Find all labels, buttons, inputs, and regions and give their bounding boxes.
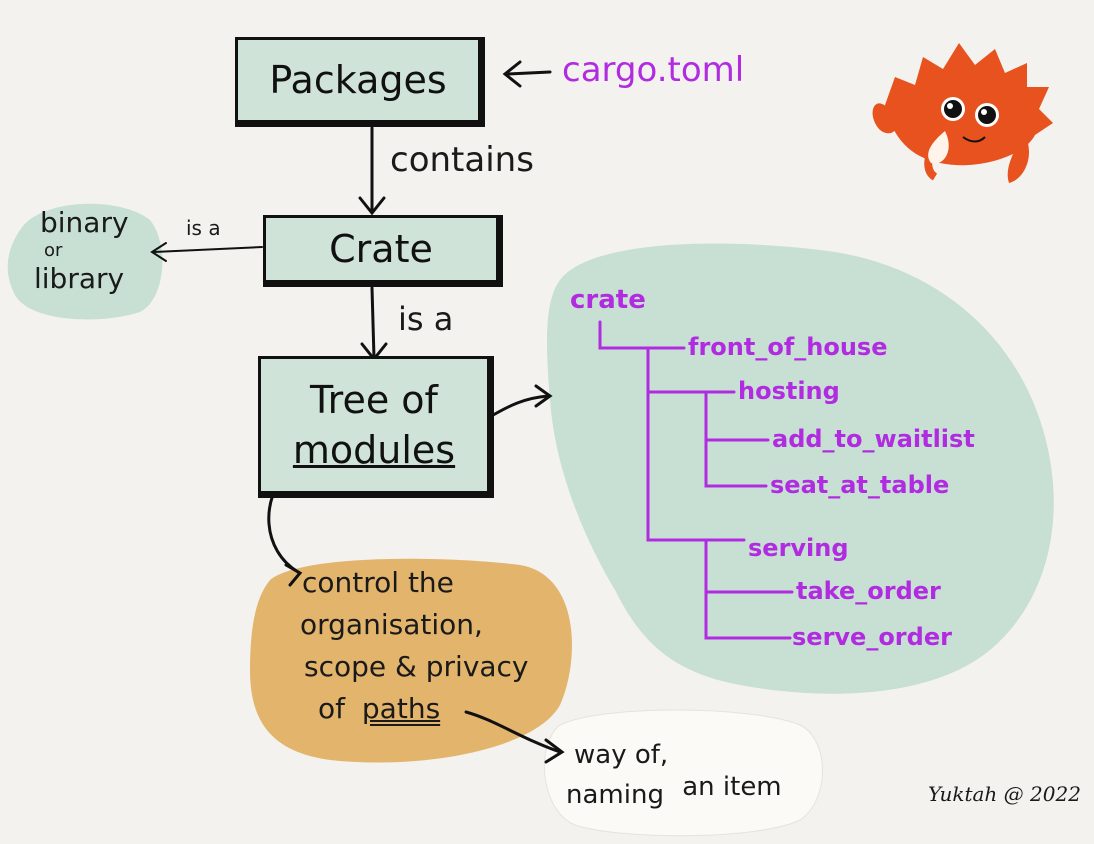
an-item-words: an item <box>682 772 782 802</box>
contains-label: contains <box>390 140 534 180</box>
cargo-toml-label: cargo.toml <box>562 50 745 90</box>
contains-arrow <box>358 126 386 216</box>
tree-to-blob-arrow <box>486 384 553 420</box>
control-text: control the organisation, scope & privac… <box>300 562 529 730</box>
paths-word: paths <box>361 692 441 725</box>
modules-label: modules <box>292 428 456 472</box>
is-a-left-arrow <box>150 242 263 262</box>
packages-label: Packages <box>269 58 447 102</box>
tree-of-label: Tree of <box>310 378 438 422</box>
cargo-arrow <box>502 60 552 88</box>
binary-library-blob <box>7 203 163 320</box>
way-of-line1: way of, <box>574 740 669 770</box>
way-of-line2: naming an item <box>566 772 782 815</box>
module-tree-connectors <box>598 320 794 640</box>
tree-node-seat-at-table: seat_at_table <box>770 471 950 499</box>
binary-label: binary <box>40 206 129 239</box>
control-line4-prefix: of <box>318 692 345 725</box>
ferris-crab-icon <box>872 43 1053 183</box>
tree-node-serve-order: serve_order <box>792 623 952 651</box>
tree-node-crate: crate <box>570 285 646 315</box>
tree-node-serving: serving <box>748 534 849 562</box>
control-line2: organisation, <box>300 608 483 641</box>
tree-node-hosting: hosting <box>738 377 840 405</box>
binary-or-library-text: binary or library <box>34 206 129 296</box>
way-of-text: way of, naming an item <box>566 735 782 815</box>
tree-node-front-of-house: front_of_house <box>688 333 888 361</box>
control-line1: control the <box>302 566 454 599</box>
paths-to-way-arrow <box>464 710 565 764</box>
packages-box: Packages <box>235 37 485 127</box>
tree-node-take-order: take_order <box>796 577 941 605</box>
naming-word: naming <box>566 780 664 810</box>
way-of-blob <box>543 709 823 837</box>
control-blob <box>250 558 572 763</box>
crate-label: Crate <box>329 227 433 271</box>
module-tree-blob <box>547 243 1054 694</box>
control-line4: of paths <box>318 688 529 730</box>
is-a-down-label: is a <box>398 300 454 338</box>
is-a-down-arrow <box>360 286 388 362</box>
or-label: or <box>44 240 63 261</box>
library-label: library <box>34 262 125 295</box>
tree-of-modules-box: Tree of modules <box>258 356 494 498</box>
is-a-left-label: is a <box>186 216 221 240</box>
tree-node-add-to-waitlist: add_to_waitlist <box>772 425 975 453</box>
crate-box: Crate <box>263 215 503 287</box>
signature: Yuktah @ 2022 <box>928 782 1081 806</box>
control-line3: scope & privacy <box>304 650 529 683</box>
